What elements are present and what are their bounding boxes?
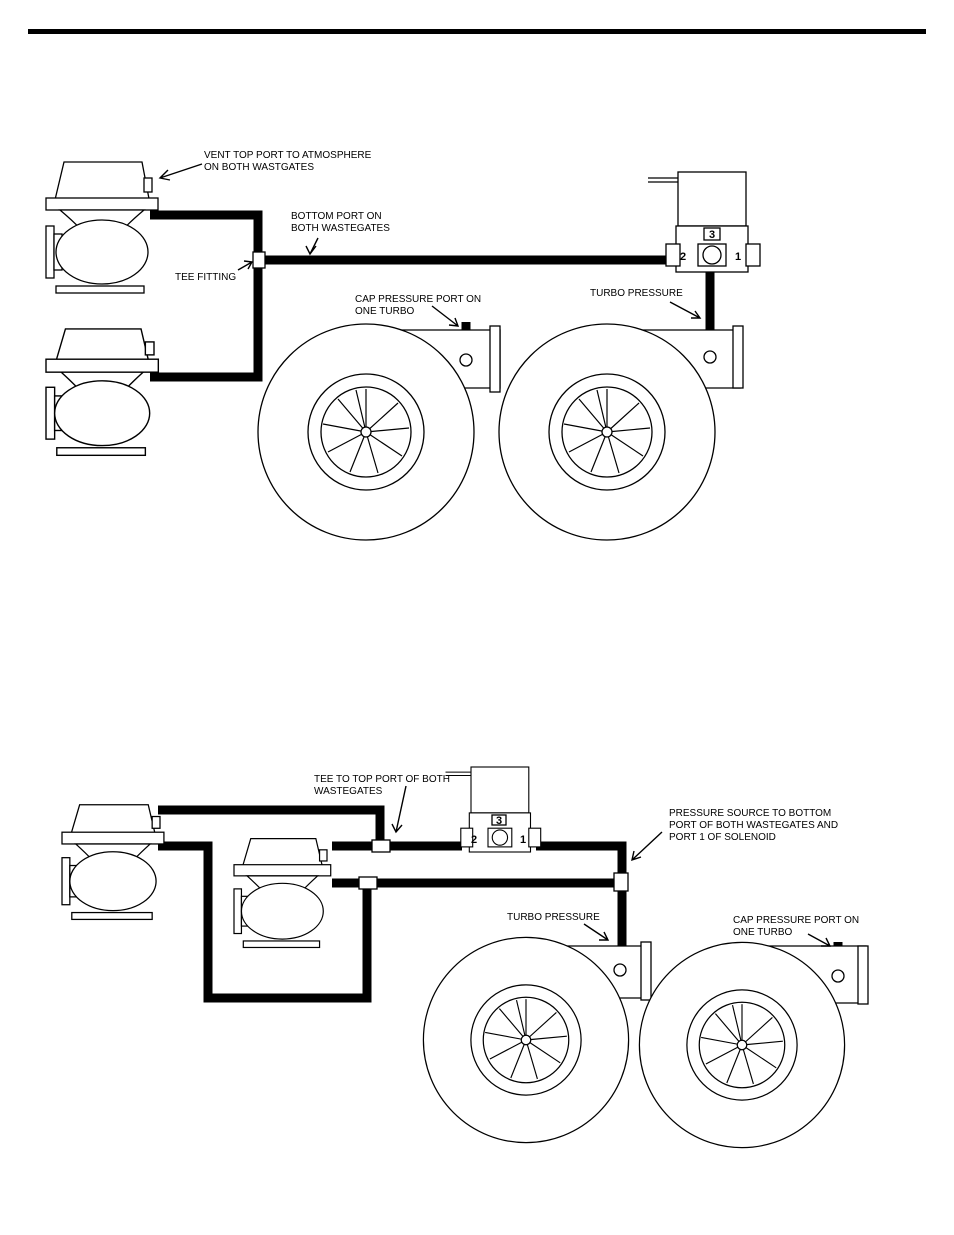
label-tee-top-line-2: WASTEGATES xyxy=(314,786,383,797)
label-cap-line-1: CAP PRESSURE PORT ON xyxy=(355,294,481,305)
diagram-1: 3 2 1 VENT TOP PORT TO ATMOSPHERE ON BOT… xyxy=(45,150,761,541)
hose-top-wg-a xyxy=(158,805,385,846)
tee-fitting xyxy=(252,251,266,269)
solenoid-2-port-2: 2 xyxy=(471,834,477,846)
label-pressure-source-line-1: PRESSURE SOURCE TO BOTTOM xyxy=(669,808,831,819)
label-turbo-pressure-2: TURBO PRESSURE xyxy=(507,912,600,923)
solenoid-2-port-3: 3 xyxy=(496,815,502,827)
solenoid-2: 3 2 1 xyxy=(444,766,542,853)
label-cap-2-line-2: ONE TURBO xyxy=(733,927,792,938)
tee-bottom xyxy=(358,876,378,890)
label-bottom-port-line-2: BOTH WASTEGATES xyxy=(291,223,390,234)
solenoid-1-port-2: 2 xyxy=(680,251,686,263)
hose-pressure-source xyxy=(536,841,627,958)
label-pressure-source-line-2: PORT OF BOTH WASTEGATES AND xyxy=(669,820,838,831)
wastegate-1 xyxy=(45,161,159,294)
turbo-4 xyxy=(638,941,869,1149)
wastegate-4 xyxy=(233,838,332,949)
wastegate-2 xyxy=(45,328,160,457)
hose-wastegate-2-bottom xyxy=(150,260,263,382)
label-tee-fitting: TEE FITTING xyxy=(175,272,236,283)
turbo-2 xyxy=(498,323,744,541)
solenoid-1-port-3: 3 xyxy=(709,229,715,241)
hose-bottom-wg-a xyxy=(158,841,372,1003)
label-bottom-port-line-1: BOTTOM PORT ON xyxy=(291,211,382,222)
label-cap-2-line-1: CAP PRESSURE PORT ON xyxy=(733,915,859,926)
solenoid-1: 3 2 1 xyxy=(647,171,761,273)
label-cap-line-2: ONE TURBO xyxy=(355,306,414,317)
wastegate-3 xyxy=(61,804,165,921)
diagram-2: 3 2 1 TEE TO TOP PORT OF BOTH WASTEGATES… xyxy=(61,766,869,1149)
label-vent-line-1: VENT TOP PORT TO ATMOSPHERE xyxy=(204,150,372,161)
turbo-1 xyxy=(257,323,501,541)
solenoid-1-port-1: 1 xyxy=(735,251,741,263)
label-tee-top-line-1: TEE TO TOP PORT OF BOTH xyxy=(314,774,450,785)
label-pressure-source-line-3: PORT 1 OF SOLENOID xyxy=(669,832,776,843)
tee-top xyxy=(371,839,391,853)
solenoid-2-port-1: 1 xyxy=(520,834,526,846)
label-turbo-pressure-1: TURBO PRESSURE xyxy=(590,288,683,299)
header-rule xyxy=(28,29,926,34)
label-vent-line-2: ON BOTH WASTGATES xyxy=(204,162,314,173)
turbo-3 xyxy=(422,936,652,1144)
tee-pressure-source xyxy=(613,872,629,892)
hose-wastegate-1-bottom xyxy=(150,210,263,260)
